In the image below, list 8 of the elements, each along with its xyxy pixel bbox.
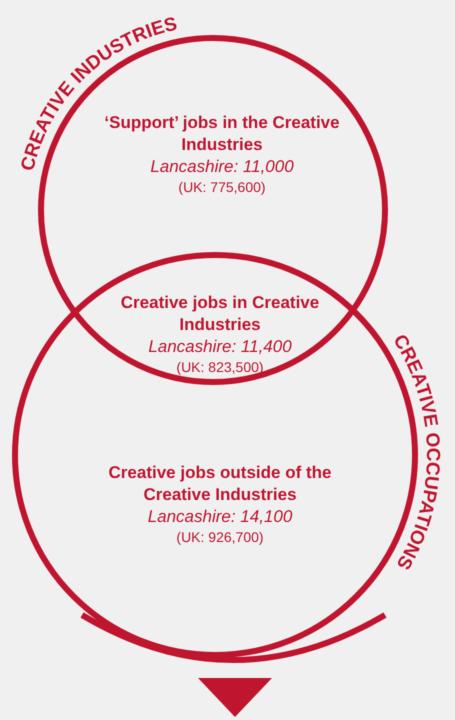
total-text: (UK: 775,600) bbox=[178, 178, 266, 197]
total-text: (UK: 823,500) bbox=[176, 358, 264, 377]
count-text: Lancashire: 14,100 bbox=[148, 506, 292, 528]
count-text: Lancashire: 11,400 bbox=[148, 336, 292, 358]
group-description: Creative jobs in Creative Industries bbox=[120, 292, 320, 336]
total-text: (UK: 926,700) bbox=[176, 528, 264, 547]
group-description: Creative jobs outside of the Creative Industries bbox=[108, 462, 332, 506]
count-text: Lancashire: 11,000 bbox=[150, 156, 294, 178]
